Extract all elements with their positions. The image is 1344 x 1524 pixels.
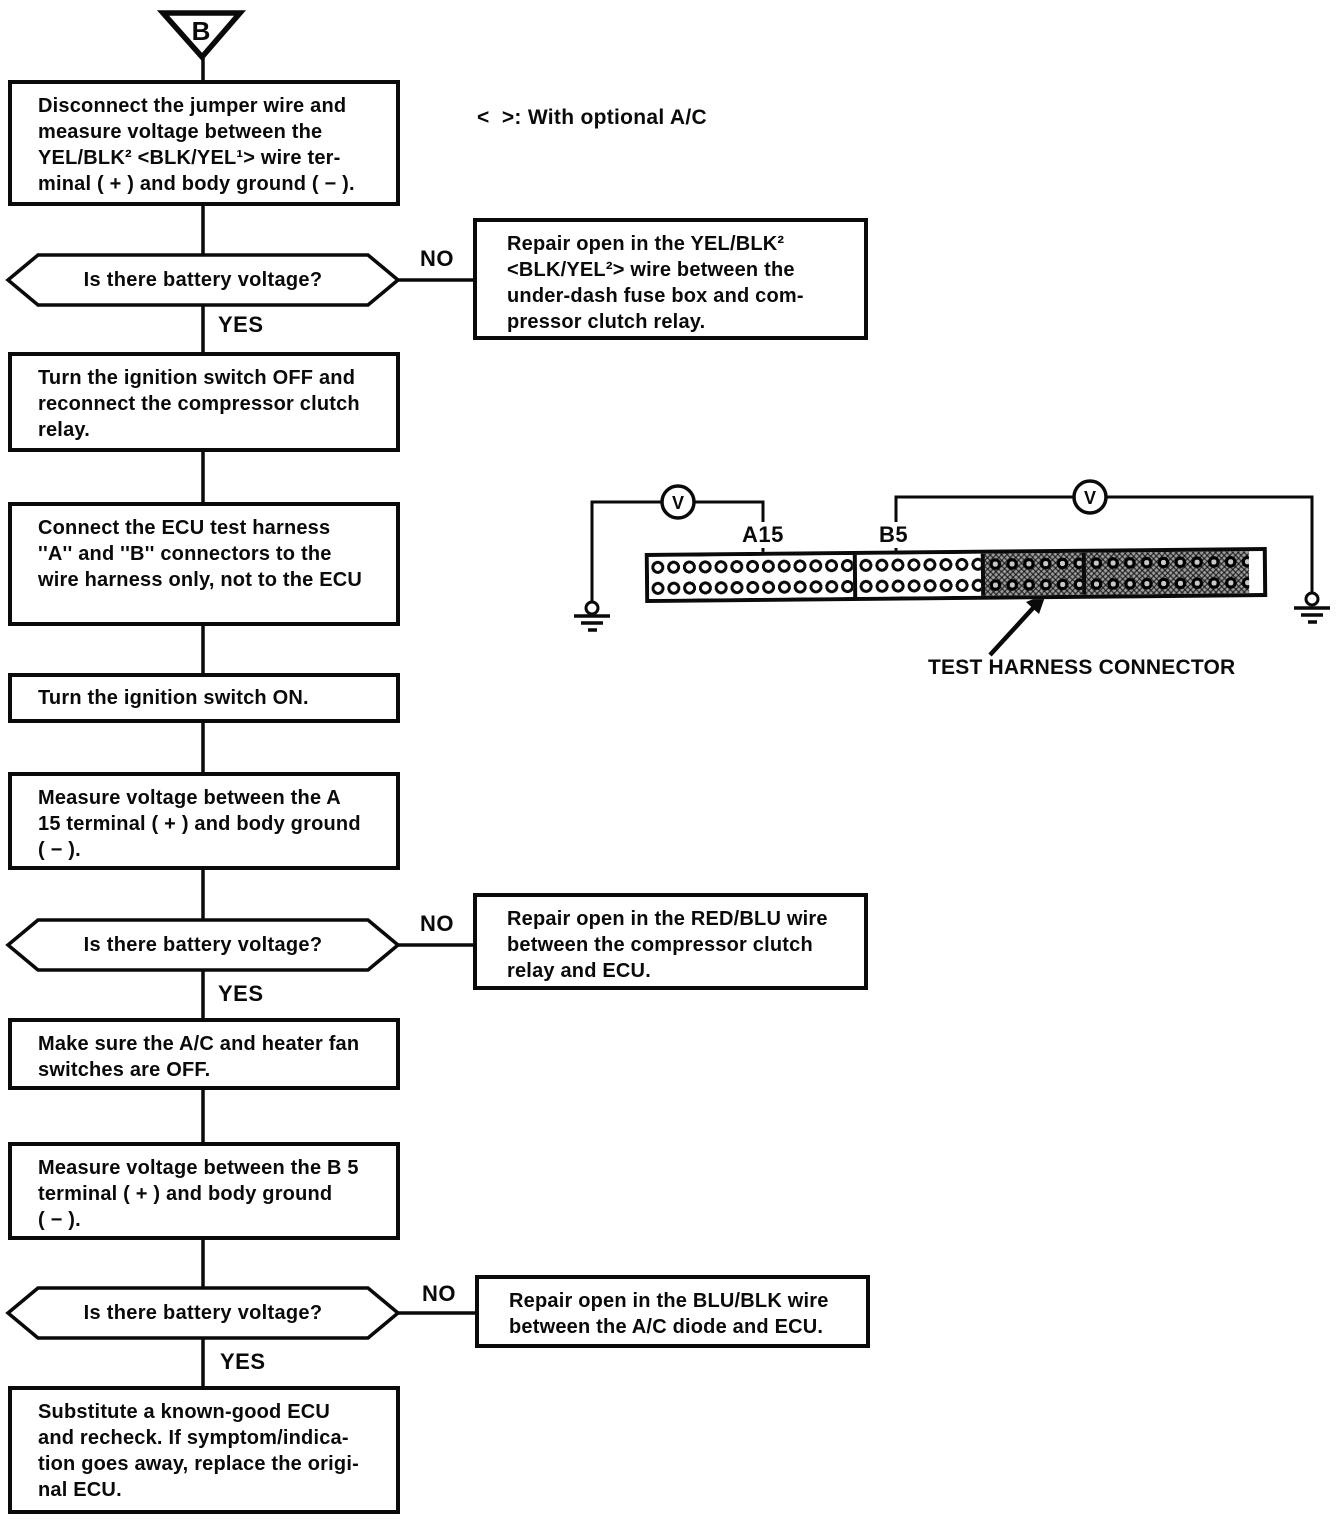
terminal-b5-label: B5 — [876, 522, 912, 548]
yes-label-2: YES — [218, 981, 264, 1006]
step-ac-heater-off-box: Make sure the A/C and heater fan switche… — [8, 1018, 400, 1090]
connector-section-d-test-harness — [1081, 551, 1250, 595]
connector-section-c-test-harness — [980, 552, 1083, 596]
right-voltmeter-icon — [1072, 479, 1108, 515]
yes-label-3: YES — [220, 1349, 266, 1374]
no-label-1: NO — [420, 246, 454, 271]
step-connect-test-harness-box: Connect the ECU test harness ''A'' and '… — [8, 502, 400, 626]
left-voltmeter-icon — [660, 484, 696, 520]
optional-ac-note: < >: With optional A/C — [477, 106, 707, 129]
decision-2-battery-voltage: Is there battery voltage? — [83, 933, 323, 956]
step-substitute-ecu-box: Substitute a known-good ECU and recheck.… — [8, 1386, 400, 1514]
yes-label-1: YES — [218, 312, 264, 337]
decision-3-battery-voltage: Is there battery voltage? — [83, 1301, 323, 1324]
no-label-2: NO — [420, 911, 454, 936]
left-ground-icon — [574, 600, 610, 632]
decision-2-shape — [5, 918, 401, 972]
connector-section-b — [852, 553, 982, 597]
decision-1-shape — [5, 253, 401, 307]
repair-red-blu-wire-box: Repair open in the RED/BLU wire between … — [473, 893, 868, 990]
no-label-3: NO — [422, 1281, 456, 1306]
step-ignition-off-box: Turn the ignition switch OFF and reconne… — [8, 352, 400, 452]
flow-connector-lines — [201, 57, 475, 1388]
step-measure-a15-box: Measure voltage between the A 15 termina… — [8, 772, 400, 870]
entry-connector-triangle: B — [156, 10, 247, 62]
step-measure-b5-box: Measure voltage between the B 5 terminal… — [8, 1142, 400, 1240]
no-branch-line — [396, 278, 475, 1315]
callout-arrow-icon — [988, 594, 1046, 657]
voltmeter-icons: V V — [660, 479, 1108, 520]
right-ground-icon — [1294, 591, 1330, 624]
ecu-connector-strip — [644, 547, 1268, 603]
decision-3-shape — [5, 1286, 401, 1340]
left-voltmeter-label: V — [672, 493, 684, 513]
test-harness-connector-caption: TEST HARNESS CONNECTOR — [928, 656, 1236, 679]
terminal-a15-label: A15 — [739, 522, 787, 548]
decision-1-battery-voltage: Is there battery voltage? — [83, 268, 323, 291]
connector-section-a — [648, 554, 854, 599]
repair-yel-blk-wire-box: Repair open in the YEL/BLK² <BLK/YEL²> w… — [473, 218, 868, 340]
step-ignition-on-box: Turn the ignition switch ON. — [8, 673, 400, 723]
entry-connector-label: B — [192, 16, 211, 46]
decision-hexagons — [5, 253, 401, 1340]
step-disconnect-jumper-box: Disconnect the jumper wire and measure v… — [8, 80, 400, 206]
repair-blu-blk-wire-box: Repair open in the BLU/BLK wire between … — [475, 1275, 870, 1348]
right-voltmeter-label: V — [1084, 488, 1096, 508]
